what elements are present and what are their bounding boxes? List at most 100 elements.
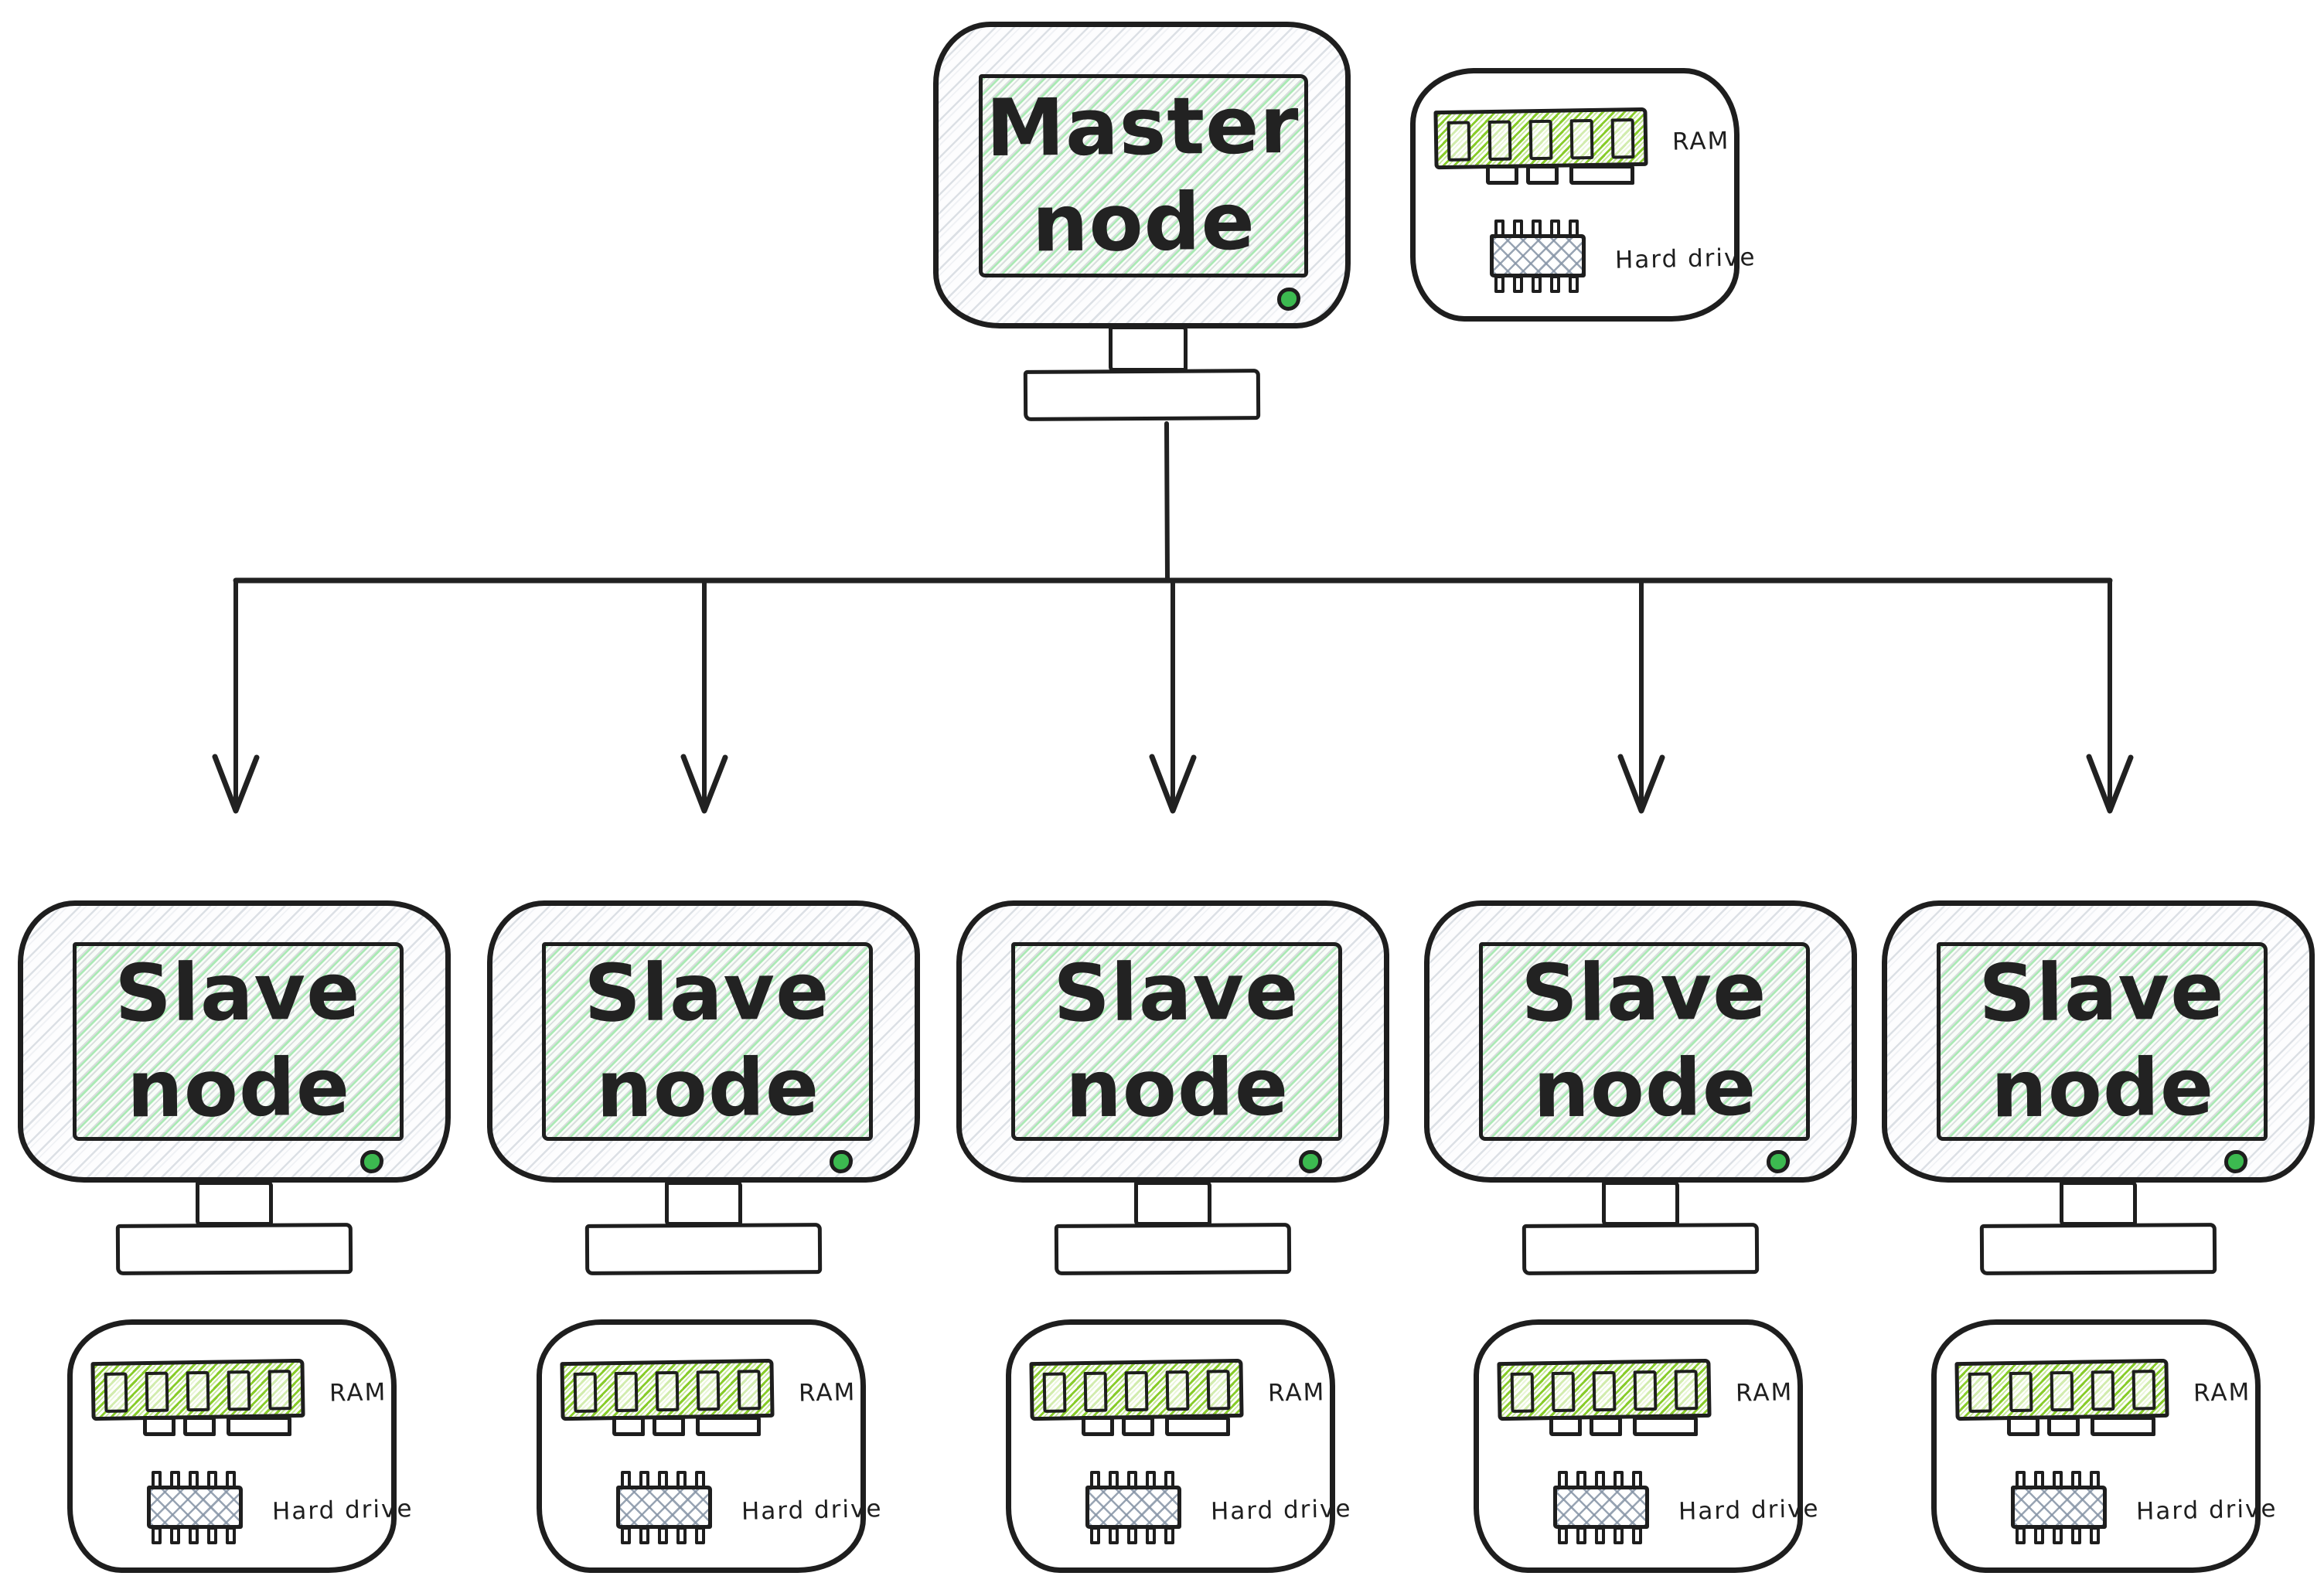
slave-node-label: Slave node bbox=[1052, 945, 1300, 1137]
ram-connector-tab bbox=[1486, 165, 1518, 185]
slave-node-2-group: Slave node RAM bbox=[487, 900, 920, 1581]
slave-node-label: Slave node bbox=[1520, 945, 1767, 1137]
ram-connector-tab bbox=[227, 1416, 291, 1436]
ram-chip-cell bbox=[1633, 1370, 1658, 1411]
hard-drive-label: Hard drive bbox=[1614, 243, 1757, 274]
hard-drive-chip-icon bbox=[1085, 1470, 1181, 1547]
master-node-group: Master node bbox=[933, 22, 1351, 424]
slave-monitor-bezel: Slave node bbox=[956, 900, 1389, 1183]
power-led-icon bbox=[1299, 1150, 1322, 1173]
ram-chip-cell bbox=[1569, 118, 1594, 160]
ram-chip-cell bbox=[1592, 1370, 1617, 1412]
ram-chip-cell bbox=[573, 1372, 598, 1413]
ram-chip-cell bbox=[1968, 1372, 1992, 1413]
master-monitor-screen: Master node bbox=[979, 74, 1308, 277]
ram-connector-tab bbox=[1569, 165, 1634, 185]
slave-monitor-screen: Slave node bbox=[1937, 942, 2268, 1141]
ram-chip-cell bbox=[655, 1370, 680, 1412]
ram-stick-icon bbox=[1433, 107, 1648, 170]
slave-node-label: Slave node bbox=[583, 945, 830, 1137]
ram-label: RAM bbox=[798, 1378, 857, 1407]
power-led-icon bbox=[1767, 1150, 1790, 1173]
ram-chip-cell bbox=[267, 1370, 292, 1411]
ram-connector-tab bbox=[696, 1416, 761, 1436]
ram-chip-cell bbox=[737, 1370, 762, 1411]
ram-connector-tab bbox=[183, 1416, 216, 1436]
ram-stick-icon bbox=[1954, 1358, 2169, 1421]
ram-stick-icon bbox=[1029, 1358, 1244, 1421]
monitor-neck bbox=[1602, 1181, 1679, 1226]
ram-connector-tab bbox=[1122, 1416, 1154, 1436]
slave-monitor-screen: Slave node bbox=[73, 942, 404, 1141]
ram-chip-cell bbox=[104, 1372, 128, 1413]
ram-connector-tab bbox=[1590, 1416, 1622, 1436]
ram-connector-tab bbox=[1633, 1416, 1698, 1436]
power-led-icon bbox=[830, 1150, 853, 1173]
hard-drive-chip-icon bbox=[1490, 219, 1586, 296]
master-monitor-bezel: Master node bbox=[933, 22, 1351, 328]
slave-monitor-bezel: Slave node bbox=[1882, 900, 2315, 1183]
slave-hardware-box: RAM Hard drive bbox=[67, 1319, 414, 1573]
hard-drive-chip-icon bbox=[1553, 1470, 1649, 1547]
monitor-neck bbox=[1109, 325, 1188, 372]
ram-connector-tab bbox=[1549, 1416, 1582, 1436]
ram-stick-icon bbox=[560, 1358, 775, 1421]
hard-drive-body bbox=[1085, 1486, 1181, 1529]
slave-node-4-group: Slave node RAM bbox=[1424, 900, 1857, 1581]
ram-chip-cell bbox=[2091, 1370, 2115, 1411]
ram-connector-tab bbox=[2007, 1416, 2039, 1436]
slave-hardware-box: RAM Hard drive bbox=[1006, 1319, 1352, 1573]
hard-drive-chip-icon bbox=[147, 1470, 243, 1547]
master-node-label: Master node bbox=[986, 79, 1300, 271]
hard-drive-label: Hard drive bbox=[2135, 1495, 2278, 1526]
monitor-neck bbox=[1134, 1181, 1211, 1226]
slave-monitor-bezel: Slave node bbox=[18, 900, 451, 1183]
ram-chip-cell bbox=[1551, 1371, 1576, 1413]
monitor-neck bbox=[2060, 1181, 2137, 1226]
power-led-icon bbox=[360, 1150, 383, 1173]
ram-chip-cell bbox=[1165, 1370, 1190, 1411]
monitor-base bbox=[1522, 1223, 1760, 1275]
monitor-base bbox=[584, 1223, 823, 1275]
ram-chip-cell bbox=[1528, 119, 1553, 161]
slave-hardware-box: RAM Hard drive bbox=[537, 1319, 883, 1573]
monitor-base bbox=[115, 1223, 353, 1275]
monitor-base bbox=[1054, 1223, 1292, 1275]
ram-chip-cell bbox=[227, 1370, 251, 1411]
ram-chip-cell bbox=[1510, 1372, 1535, 1413]
ram-label: RAM bbox=[2193, 1378, 2251, 1407]
hard-drive-label: Hard drive bbox=[741, 1495, 883, 1526]
ram-label: RAM bbox=[1735, 1378, 1794, 1407]
monitor-base bbox=[1979, 1223, 2217, 1275]
monitor-neck bbox=[196, 1181, 273, 1226]
hard-drive-label: Hard drive bbox=[1210, 1495, 1352, 1526]
ram-connector-tab bbox=[612, 1416, 645, 1436]
slave-hardware-box: RAM Hard drive bbox=[1931, 1319, 2278, 1573]
slave-monitor-screen: Slave node bbox=[542, 942, 873, 1141]
master-hardware-box: RAM Hard drive bbox=[1410, 68, 1757, 322]
ram-stick-icon bbox=[1497, 1358, 1712, 1421]
ram-label: RAM bbox=[1671, 127, 1730, 156]
ram-chip-cell bbox=[1487, 120, 1512, 162]
slave-monitor-bezel: Slave node bbox=[487, 900, 920, 1183]
slave-node-label: Slave node bbox=[114, 945, 361, 1137]
monitor-base bbox=[1023, 369, 1261, 421]
ram-chip-cell bbox=[145, 1371, 169, 1413]
ram-chip-cell bbox=[186, 1370, 210, 1412]
ram-connector-tab bbox=[143, 1416, 175, 1436]
slave-node-5-group: Slave node RAM bbox=[1882, 900, 2315, 1581]
slave-monitor-screen: Slave node bbox=[1479, 942, 1810, 1141]
slave-monitor-bezel: Slave node bbox=[1424, 900, 1857, 1183]
hard-drive-body bbox=[1553, 1486, 1649, 1529]
ram-chip-cell bbox=[2131, 1370, 2156, 1411]
ram-chip-cell bbox=[1206, 1370, 1231, 1411]
hard-drive-chip-icon bbox=[2011, 1470, 2107, 1547]
monitor-neck bbox=[665, 1181, 742, 1226]
slave-node-label: Slave node bbox=[1978, 945, 2225, 1137]
slave-hardware-box: RAM Hard drive bbox=[1474, 1319, 1820, 1573]
hard-drive-body bbox=[2011, 1486, 2107, 1529]
ram-connector-tab bbox=[1165, 1416, 1230, 1436]
ram-connector-tab bbox=[1082, 1416, 1114, 1436]
